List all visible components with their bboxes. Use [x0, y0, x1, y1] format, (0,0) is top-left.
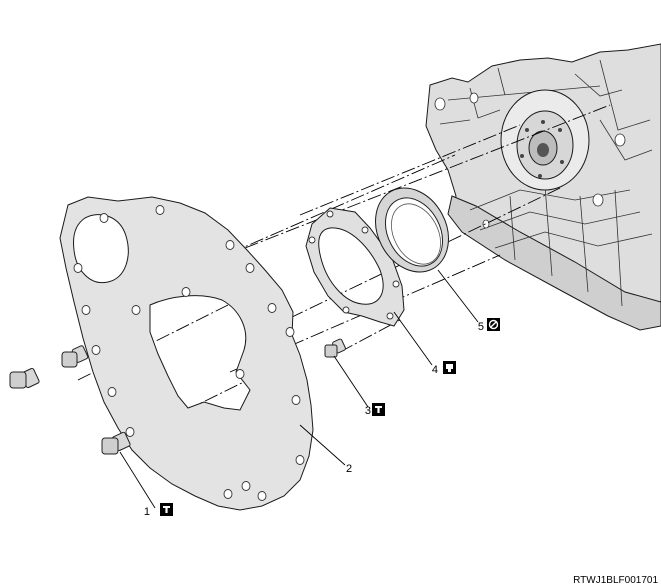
callout-number: 5 [478, 321, 484, 333]
callout-2: 2 [346, 463, 352, 475]
callout-number: 4 [432, 364, 438, 376]
callout-3: 3 [365, 403, 385, 417]
part-5-oil-seal [375, 187, 449, 273]
callout-5: 5 [478, 318, 500, 333]
bolt-b [61, 345, 89, 368]
part-3-bolt [324, 338, 346, 358]
callout-4: 4 [432, 361, 456, 376]
figure-code: RTWJ1BLF001701 [573, 575, 658, 586]
callout-1: 1 [144, 503, 173, 518]
callout-number: 1 [144, 506, 150, 518]
callout-number: 3 [365, 405, 371, 417]
part-1-bolts [9, 345, 131, 455]
engine-block [425, 43, 661, 331]
bolt-c [101, 431, 131, 455]
leader-lines [119, 269, 479, 509]
bolt-a [9, 367, 40, 389]
part-2-rear-plate [59, 196, 314, 511]
part-4-seal-retainer [305, 207, 405, 327]
callout-number: 2 [346, 463, 352, 475]
